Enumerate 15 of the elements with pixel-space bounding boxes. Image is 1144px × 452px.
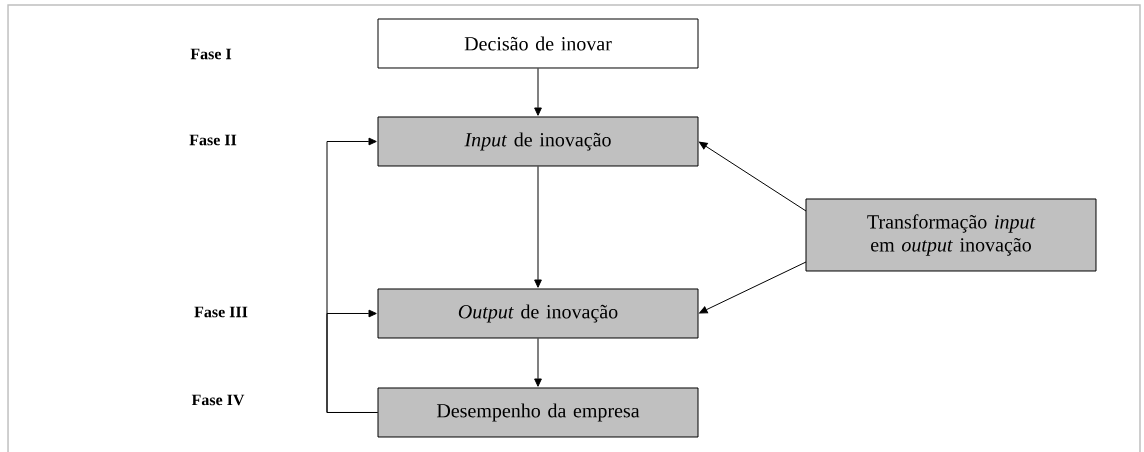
process-box: Output de inovação	[377, 288, 699, 339]
arrow	[534, 68, 542, 116]
arrow	[534, 338, 542, 387]
arrow	[534, 166, 542, 288]
process-box: Input de inovação	[377, 116, 699, 167]
process-box: Transformação input em output inovação	[805, 198, 1097, 272]
phase-label: Fase II	[189, 134, 237, 146]
process-box: Desempenho da empresa	[377, 387, 699, 438]
process-box: Decisão de inovar	[377, 18, 699, 69]
phase-label: Fase IV	[191, 394, 245, 406]
phase-label: Fase I	[190, 48, 232, 60]
arrow	[699, 261, 807, 314]
arrow	[699, 141, 807, 212]
arrow	[326, 309, 378, 413]
phase-label: Fase III	[194, 306, 248, 318]
